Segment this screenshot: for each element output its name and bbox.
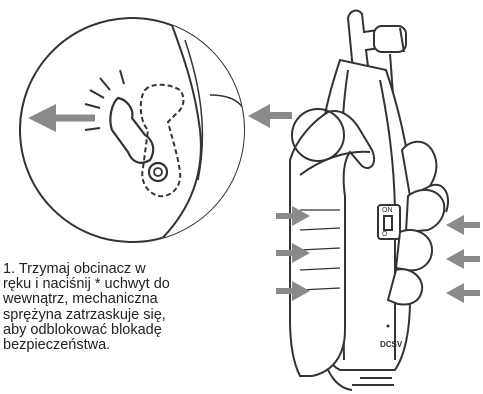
magnified-detail bbox=[20, 18, 260, 250]
instruction-line: ręku i naciśnij * uchwyt do bbox=[3, 277, 243, 292]
arrow-left-icon bbox=[446, 215, 480, 235]
instruction-line: aby odblokować blokadę bbox=[3, 323, 243, 338]
arrow-left-icon bbox=[248, 104, 292, 128]
instruction-line: wewnątrz, mechaniczna bbox=[3, 292, 243, 307]
arrow-left-icon bbox=[446, 283, 480, 303]
instruction-text: 1. Trzymaj obcinacz w ręku i naciśnij * … bbox=[3, 262, 243, 353]
instruction-line: sprężyna zatrzaskuje się, bbox=[3, 308, 243, 323]
instruction-line: 1. Trzymaj obcinacz w bbox=[3, 262, 243, 277]
switch-off-label: O bbox=[382, 231, 388, 238]
arrow-left-icon bbox=[446, 249, 480, 269]
switch-on-label: ON bbox=[382, 207, 393, 214]
instruction-line: bezpieczeństwa. bbox=[3, 338, 243, 353]
voltage-label: DCSV bbox=[380, 340, 403, 349]
